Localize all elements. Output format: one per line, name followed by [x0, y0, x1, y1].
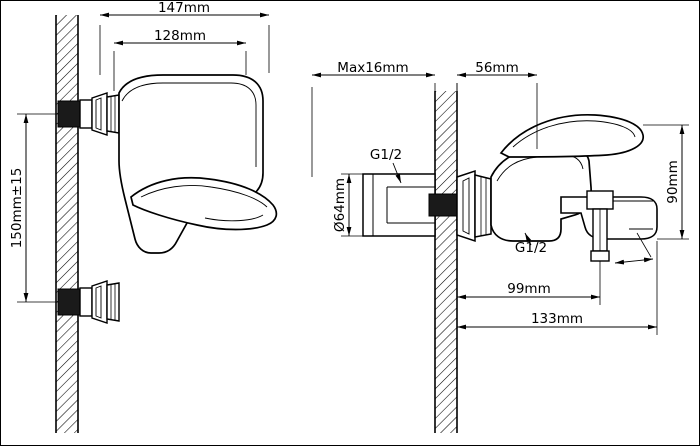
dim-projection: 56mm	[456, 60, 538, 169]
escutcheon-side	[456, 169, 492, 243]
dim-133mm-label: 133mm	[531, 311, 583, 327]
dim-150mm-label: 150mm±15	[9, 168, 25, 249]
dim-56mm-label: 56mm	[475, 60, 518, 76]
inlet-cylinder	[362, 173, 458, 237]
label-inlet-thread: G1/2	[370, 147, 402, 184]
dim-overall-width: 147mm	[99, 1, 270, 75]
dim-spout-reach-long: 133mm	[456, 241, 658, 335]
dim-center-height: 150mm±15	[9, 113, 58, 303]
wall-section-side	[434, 91, 458, 433]
label-outlet-thread: G1/2	[515, 232, 547, 256]
aerator-detail-leader	[614, 232, 654, 265]
lower-inlet-assembly	[57, 280, 120, 324]
label-g12-top: G1/2	[370, 147, 402, 163]
dim-wall-thickness: Max16mm	[311, 60, 458, 177]
dim-max16mm-label: Max16mm	[337, 60, 408, 76]
mixer-body-side	[490, 146, 592, 242]
dim-center-width: 128mm	[113, 28, 247, 91]
dim-147mm-label: 147mm	[158, 1, 210, 16]
dim-diameter-label: Ø64mm	[332, 178, 348, 232]
lever-handle-front	[130, 176, 278, 231]
dim-height: 90mm	[643, 124, 689, 240]
label-g12-bottom: G1/2	[515, 240, 547, 256]
dim-128mm-label: 128mm	[154, 28, 206, 44]
dim-99mm-label: 99mm	[507, 281, 550, 297]
dim-90mm-label: 90mm	[665, 160, 681, 203]
side-view: Max16mm 56mm G1/2 Ø64mm	[311, 60, 689, 433]
wall-section-front	[55, 15, 79, 433]
lever-handle-side	[499, 113, 644, 158]
dim-spout-reach-short: 99mm	[456, 241, 601, 305]
shower-outlet	[586, 190, 614, 262]
front-view: 147mm 128mm 150mm±15	[9, 1, 278, 433]
dim-inlet-diameter: Ø64mm	[332, 173, 363, 237]
